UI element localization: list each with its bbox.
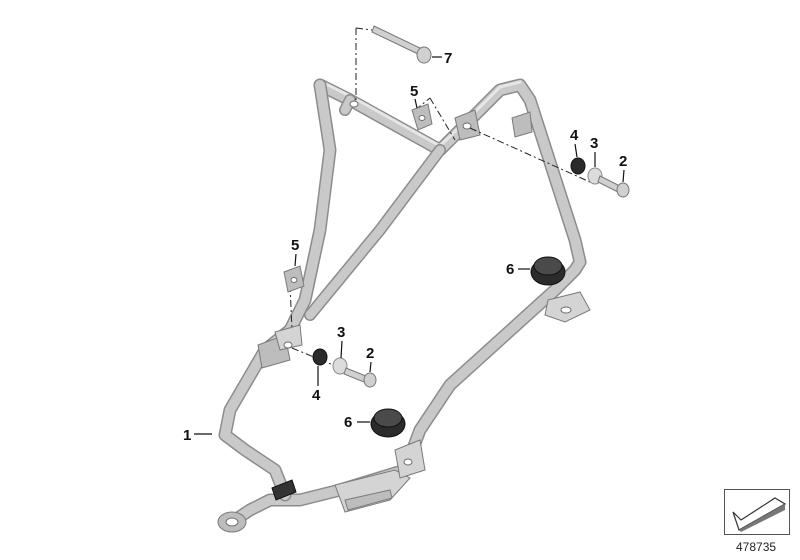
arrow-pointer-icon [732, 497, 787, 532]
callout-clip-lower: 5 [291, 237, 299, 254]
callout-clip-upper: 5 [410, 83, 418, 100]
bushing-lower [312, 348, 328, 366]
reference-number: 478735 [736, 540, 777, 554]
callout-bushing-upper: 4 [570, 127, 579, 144]
callout-bolt-upper: 2 [619, 153, 627, 170]
callout-bolt-top: 7 [444, 50, 452, 67]
callouts: 7 5 4 3 2 5 6 3 2 4 1 6 [183, 50, 627, 444]
bolt-top [371, 25, 432, 64]
bushing-upper [570, 157, 586, 175]
clip-upper [411, 103, 433, 131]
callout-grommet-lower: 6 [344, 414, 352, 431]
callout-washer-lower: 3 [337, 324, 345, 341]
assembly-lines [289, 27, 591, 373]
callout-bushing-lower: 4 [312, 387, 321, 404]
callout-grommet-upper: 6 [506, 261, 514, 278]
callout-bolt-lower: 2 [366, 345, 374, 362]
callout-washer-upper: 3 [590, 135, 598, 152]
callout-frame: 1 [183, 427, 191, 444]
reference-box [724, 489, 790, 535]
clip-lower [283, 265, 305, 293]
bolt-upper [597, 175, 630, 198]
bolt-lower [343, 367, 377, 388]
carrier-frame [217, 78, 591, 533]
washer-lower [332, 357, 348, 375]
grommet-lower [370, 408, 406, 438]
grommet-upper [530, 256, 566, 286]
